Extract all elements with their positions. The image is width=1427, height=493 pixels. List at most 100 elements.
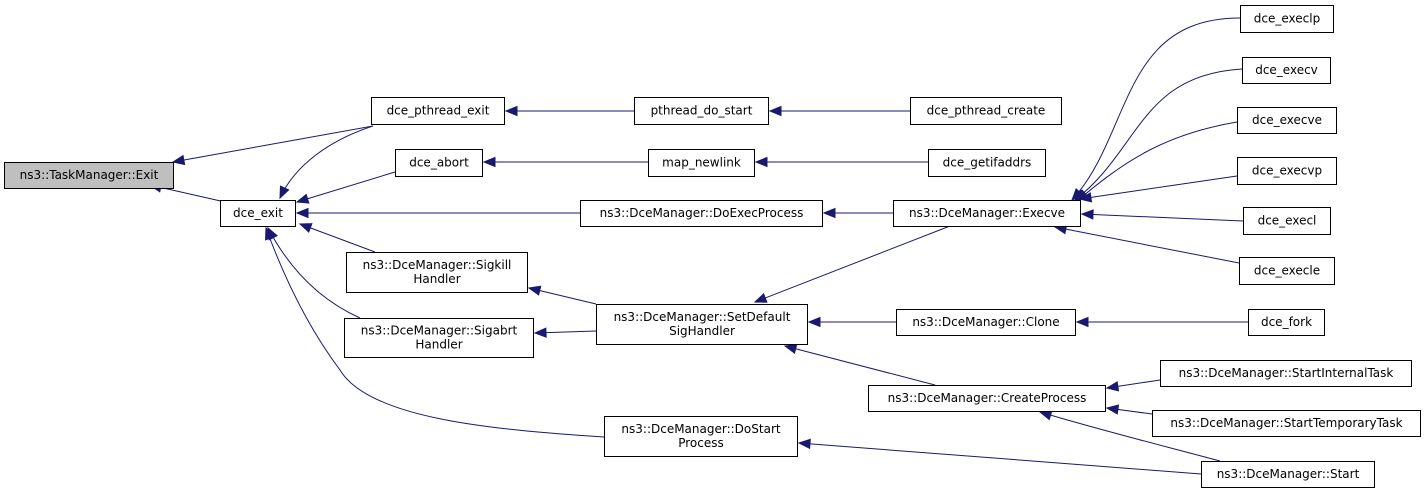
edge-line [265,227,605,438]
node-box[interactable] [893,200,1081,227]
node-box[interactable] [1239,257,1335,285]
node-dce-execle[interactable]: dce_execle [1239,257,1335,285]
node-start-temporary-task[interactable]: ns3::DceManager::StartTemporaryTask [1152,410,1421,437]
node-box[interactable] [4,162,174,189]
node-dce-execlp[interactable]: dce_execlp [1240,5,1334,33]
node-box[interactable] [1160,360,1412,387]
node-label: ns3::DceManager::Start [1217,467,1360,481]
node-box[interactable] [371,97,505,125]
node-dce-getifaddrs[interactable]: dce_getifaddrs [928,149,1046,177]
node-dce-abort[interactable]: dce_abort [395,149,483,177]
node-label: dce_execve [1252,113,1322,127]
edge-start_internal_task-to-create_process [1105,379,1161,392]
node-label: ns3::DceManager::CreateProcess [888,391,1087,405]
node-execve-mgr[interactable]: ns3::DceManager::Execve [893,200,1081,227]
node-box[interactable] [596,304,808,345]
node-start-internal-task[interactable]: ns3::DceManager::StartInternalTask [1160,360,1412,387]
node-label: dce_abort [409,156,469,170]
node-box[interactable] [1243,207,1331,235]
edge-dce_execv-to-execve_mgr [1073,68,1243,201]
arrowhead-icon [295,207,309,219]
node-dce-pthread-exit[interactable]: dce_pthread_exit [371,97,505,125]
edge-line [296,171,396,203]
edge-dce_execve-to-execve_mgr [1075,121,1238,202]
node-label: dce_execl [1258,214,1317,228]
node-box[interactable] [1237,157,1337,185]
node-box[interactable] [868,385,1106,412]
edge-line [279,125,374,199]
node-box[interactable] [910,97,1062,125]
node-dce-execvp[interactable]: dce_execvp [1237,157,1337,185]
edge-line [1074,68,1243,201]
node-box[interactable] [1237,107,1337,134]
node-dce-execv[interactable]: dce_execv [1242,57,1331,84]
edge-clone_mgr-to-set_default_sighandler [807,316,896,328]
node-clone-mgr[interactable]: ns3::DceManager::Clone [896,309,1076,336]
node-pthread-do-start[interactable]: pthread_do_start [634,97,769,125]
node-label: ns3::DceManager::DoExecProcess [600,206,804,220]
edge-execve_mgr-to-set_default_sighandler [753,225,951,303]
node-label: ns3::DceManager::Clone [912,315,1059,329]
node-label: dce_pthread_create [927,104,1046,118]
node-label: Handler [413,272,460,286]
node-dce-fork[interactable]: dce_fork [1248,309,1325,336]
node-box[interactable] [346,252,528,293]
edge-line [1081,213,1244,222]
node-box[interactable] [1242,57,1331,84]
edge-line [1076,121,1238,202]
node-create-process[interactable]: ns3::DceManager::CreateProcess [868,385,1106,412]
node-box[interactable] [395,149,483,177]
node-box[interactable] [648,149,755,177]
edge-create_process-to-set_default_sighandler [783,343,936,386]
node-box[interactable] [634,97,769,125]
arrowhead-icon [807,316,821,328]
node-start-mgr[interactable]: ns3::DceManager::Start [1201,461,1375,488]
node-label: dce_exit [233,206,283,220]
node-box[interactable] [1152,410,1421,437]
node-label: Handler [415,338,462,352]
edge-dce_abort-to-dce_exit [295,171,396,204]
node-do-exec-process[interactable]: ns3::DceManager::DoExecProcess [580,200,823,227]
edge-line [1039,411,1221,462]
arrowhead-icon [1078,192,1093,203]
edge-dce_pthread_exit-to-dce_exit [279,125,374,200]
arrowhead-icon [298,223,313,233]
node-dce-execve[interactable]: dce_execve [1237,107,1337,134]
arrowhead-icon [265,226,275,241]
arrowhead-icon [783,343,798,354]
arrowhead-icon [482,156,496,168]
node-dce-pthread-create[interactable]: dce_pthread_create [910,97,1062,125]
edge-set_default_sighandler-to-sigkill_handler [527,285,597,305]
node-box[interactable] [896,309,1076,336]
node-box[interactable] [604,416,798,457]
edge-line [754,225,951,303]
node-box[interactable] [1240,5,1334,33]
node-dce-exit[interactable]: dce_exit [220,200,296,227]
node-box[interactable] [928,149,1046,177]
arrowhead-icon [754,156,768,168]
node-label: dce_getifaddrs [943,156,1032,170]
node-box[interactable] [1201,461,1375,488]
edge-start_mgr-to-do_start_process [797,438,1202,475]
arrowhead-icon [295,193,310,204]
node-task-exit[interactable]: ns3::TaskManager::Exit [4,162,174,189]
edge-line [1054,226,1240,264]
arrowhead-icon [1038,410,1053,421]
node-dce-execl[interactable]: dce_execl [1243,207,1331,235]
node-box[interactable] [220,200,296,227]
node-box[interactable] [580,200,823,227]
node-label: ns3::DceManager::Sigabrt [361,324,518,338]
arrowhead-icon [753,292,768,303]
arrowhead-icon [1075,316,1089,328]
node-map-newlink[interactable]: map_newlink [648,149,755,177]
node-box[interactable] [344,318,534,358]
node-box[interactable] [1248,309,1325,336]
node-label: ns3::DceManager::Execve [909,206,1065,220]
